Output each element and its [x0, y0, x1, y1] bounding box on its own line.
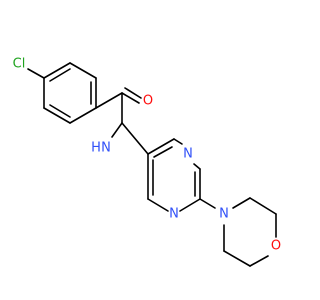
- atom-symbol: N: [183, 147, 193, 162]
- atom-carbonyl-oxygen: O: [143, 94, 153, 109]
- atom-hydrogen: H: [91, 141, 101, 156]
- bond: [147, 138, 175, 155]
- atom-symbol: N: [169, 207, 179, 222]
- atom-amide-nh: N H: [91, 141, 111, 156]
- bond: [147, 198, 169, 212]
- bond: [124, 87, 142, 99]
- bond: [27, 68, 45, 79]
- atom-pyrimidine-n-bottom: N: [169, 207, 179, 222]
- bond: [249, 197, 277, 215]
- atom-symbol: O: [271, 239, 281, 254]
- bond-layer: [27, 62, 277, 267]
- molecule-structure: Cl O N H N N N O: [13, 57, 281, 267]
- atom-label-layer: Cl O N H N N N O: [13, 57, 281, 254]
- bond: [199, 198, 216, 209]
- bond: [49, 68, 71, 82]
- bond: [153, 146, 173, 158]
- bond: [223, 250, 251, 267]
- atom-morpholine-oxygen: O: [271, 239, 281, 254]
- atom-symbol: O: [143, 94, 153, 109]
- atom-cl: Cl: [13, 57, 26, 72]
- bond: [121, 122, 149, 155]
- bond: [49, 104, 71, 118]
- bond: [43, 107, 71, 124]
- atom-morpholine-nitrogen: N: [219, 207, 229, 222]
- bond: [69, 107, 97, 124]
- bond: [95, 92, 123, 109]
- atom-symbol: Cl: [13, 57, 26, 72]
- atom-symbol: N: [219, 207, 229, 222]
- bond: [249, 255, 269, 267]
- bond: [43, 62, 71, 79]
- bond: [179, 198, 201, 212]
- bond: [173, 138, 183, 145]
- bond: [193, 163, 201, 170]
- atom-pyrimidine-n-top: N: [183, 147, 193, 162]
- atom-symbol: N: [101, 141, 111, 156]
- bond: [232, 197, 251, 209]
- bond: [69, 62, 97, 79]
- bond: [111, 122, 123, 138]
- bond: [121, 92, 140, 104]
